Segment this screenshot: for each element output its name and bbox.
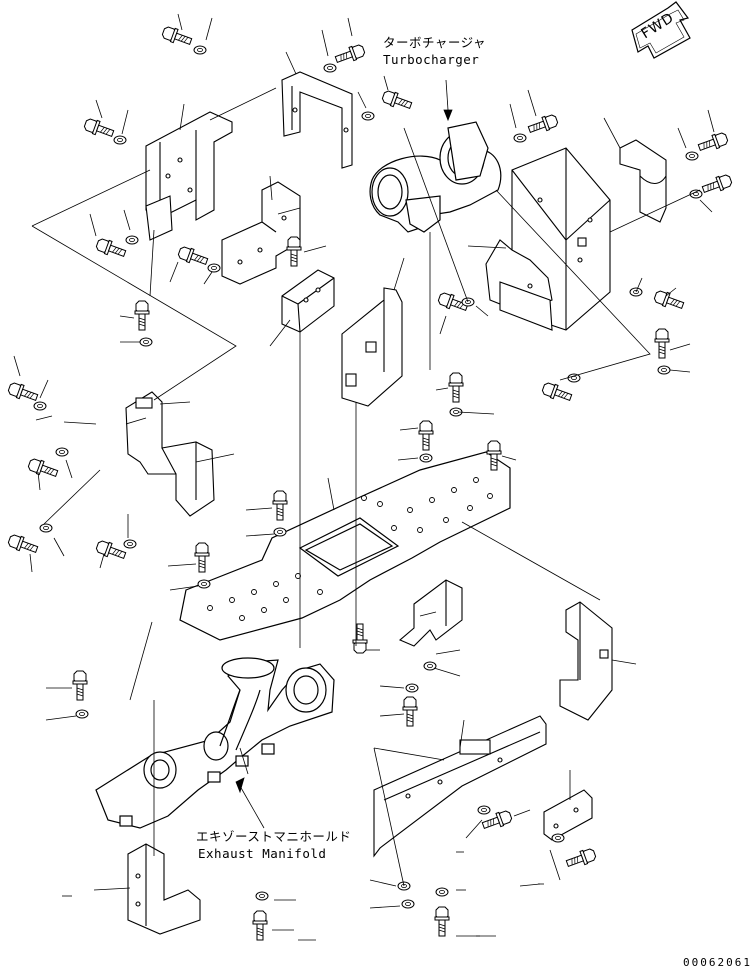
turbo-bracket — [485, 147, 611, 331]
turbocharger-label: Turbocharger — [383, 52, 480, 67]
turbocharger-label-jp: ターボチャージャ — [383, 35, 487, 50]
drawing-number: 00062061 — [683, 956, 752, 969]
upper-left-bracket — [145, 111, 233, 241]
main-plate — [179, 451, 511, 641]
spacer-plate — [281, 269, 335, 333]
exhaust-manifold-label: Exhaust Manifold — [198, 846, 327, 861]
left-angled-bracket — [125, 391, 215, 517]
turbocharger — [369, 121, 502, 233]
right-lower-bracket — [559, 601, 613, 721]
leader-lines — [31, 79, 701, 887]
right-small-bracket — [619, 139, 667, 223]
small-plate — [543, 789, 593, 841]
support-bracket — [221, 181, 301, 285]
long-rail — [373, 715, 547, 858]
upper-middle-bracket — [281, 71, 353, 169]
callout-lines — [13, 13, 715, 941]
exhaust-manifold — [95, 657, 335, 829]
lower-left-plate — [127, 843, 201, 935]
fwd-arrow-icon — [631, 1, 691, 59]
center-bracket — [341, 287, 403, 407]
exhaust-manifold-label-jp: エキゾーストマニホールド — [196, 829, 352, 844]
